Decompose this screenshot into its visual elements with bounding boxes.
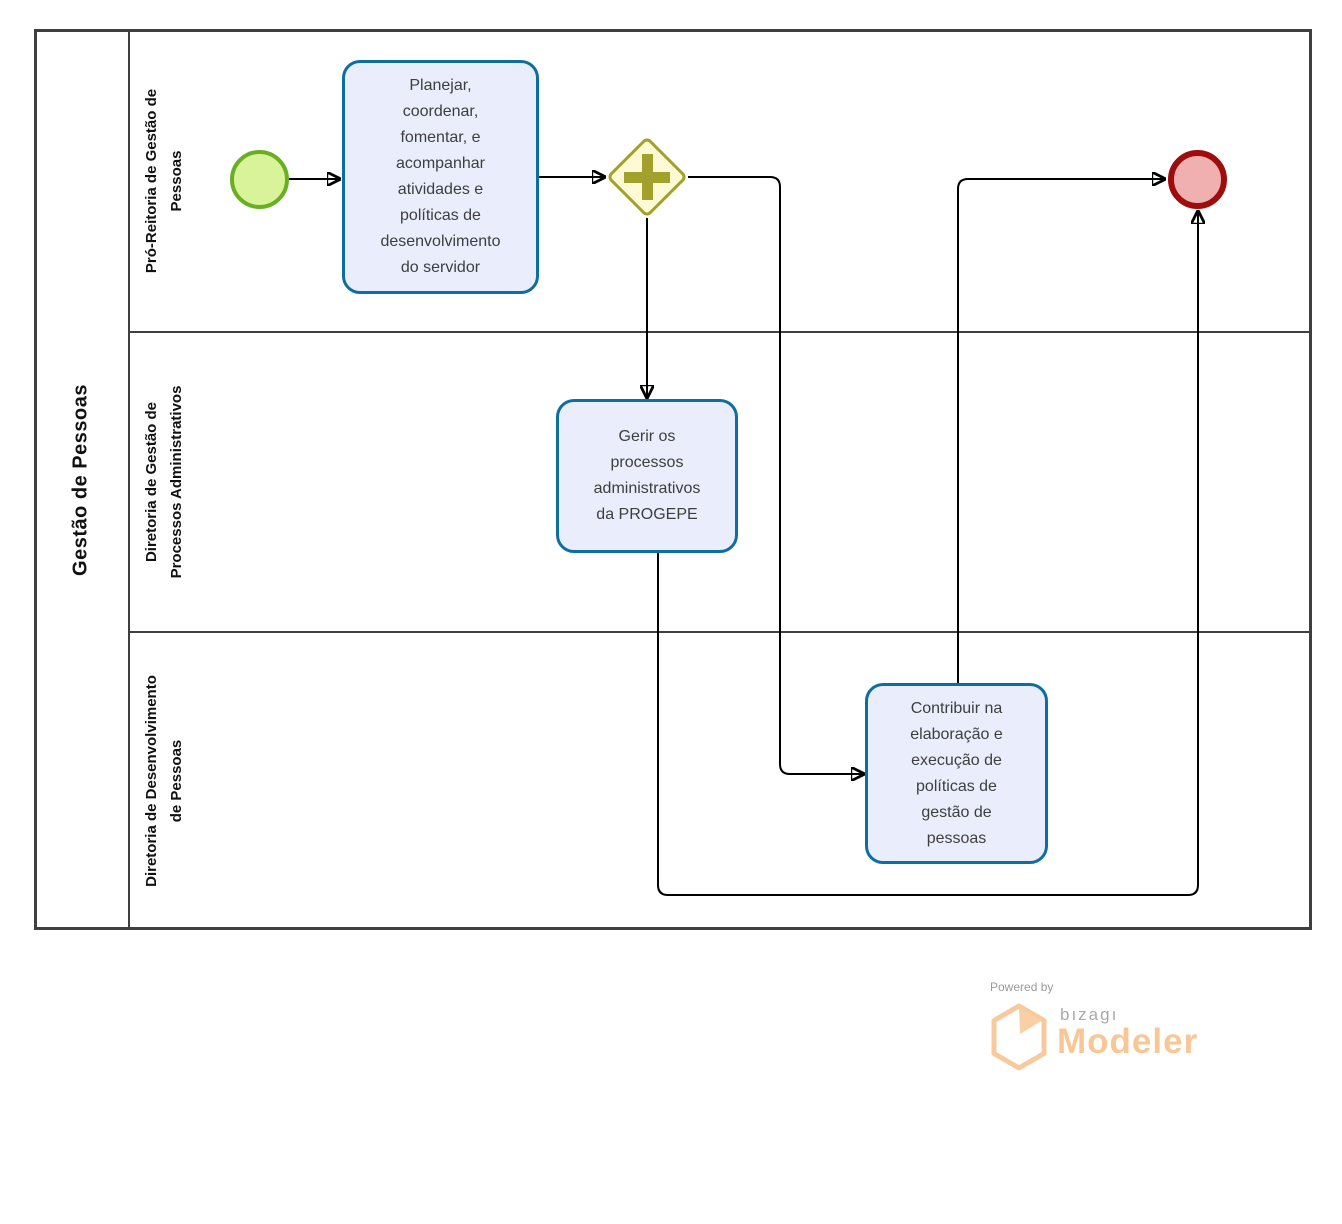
bizagi-modeler-logo[interactable]: Powered by bızagı Modeler	[985, 975, 1265, 1085]
bizagi-wordmark: bızagı	[1060, 1005, 1119, 1024]
lane-label-gestao-processos: Diretoria de Gestão de Processos Adminis…	[143, 385, 185, 579]
powered-by-label: Powered by	[990, 980, 1054, 994]
modeler-wordmark: Modeler	[1057, 1022, 1199, 1061]
task-contribuir-politicas[interactable]: Contribuir na elaboração e execução de p…	[865, 683, 1048, 864]
plus-icon	[642, 154, 653, 200]
task-planejar-coordenar[interactable]: Planejar, coordenar, fomentar, e acompan…	[342, 60, 539, 294]
pool-gestao-de-pessoas	[34, 29, 1312, 930]
parallel-gateway[interactable]	[605, 135, 689, 219]
lane-label-pro-reitoria: Pró-Reitoria de Gestão de Pessoas	[143, 88, 185, 273]
lane-label-desenvolvimento: Diretoria de Desenvolvimento de Pessoas	[143, 675, 185, 887]
start-event[interactable]	[230, 150, 289, 209]
task-gerir-processos[interactable]: Gerir os processos administrativos da PR…	[556, 399, 738, 553]
bizagi-hexagon-icon	[991, 1003, 1047, 1071]
pool-title: Gestão de Pessoas	[69, 383, 92, 576]
lane-desenvolvimento: Diretoria de Desenvolvimento de Pessoas	[128, 632, 1312, 930]
end-event[interactable]	[1168, 150, 1227, 209]
lane-pro-reitoria: Pró-Reitoria de Gestão de Pessoas	[128, 29, 1312, 332]
pool-title-band: Gestão de Pessoas	[34, 29, 130, 930]
